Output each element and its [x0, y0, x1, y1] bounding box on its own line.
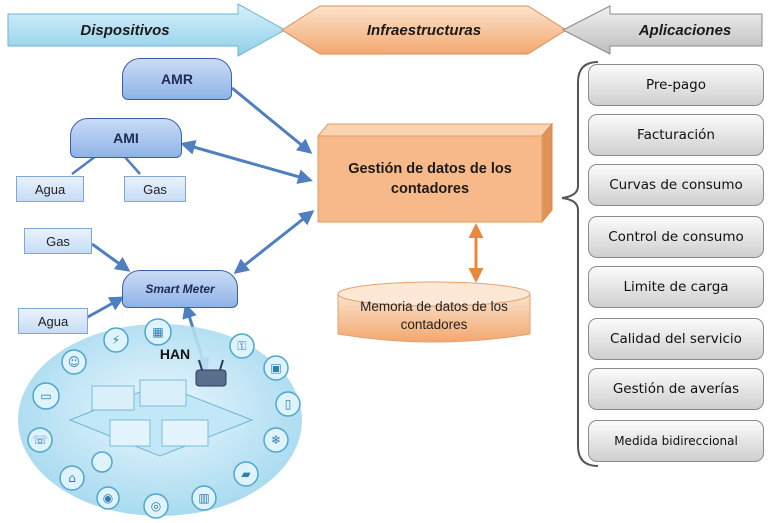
ami-node: AMI — [70, 118, 182, 158]
memory-cylinder — [337, 294, 531, 343]
applications-arrow-shape — [561, 5, 763, 55]
han-label: HAN — [159, 346, 191, 362]
lock-icon — [229, 333, 255, 359]
ami-gas-tag: Gas — [124, 176, 186, 202]
smart-meter-water-tag: Agua — [18, 308, 88, 334]
han-house-room-1 — [91, 385, 135, 411]
svg-text:☏: ☏ — [32, 433, 47, 447]
han-house-room-3 — [109, 419, 151, 447]
app-curvas-consumo[interactable]: Curvas de consumo — [588, 164, 764, 206]
washing-machine-icon — [143, 493, 169, 519]
app-limite-carga[interactable]: Limite de carga — [588, 266, 764, 308]
laptop-icon — [32, 382, 60, 410]
svg-text:⌂: ⌂ — [68, 471, 76, 485]
svg-text:▣: ▣ — [270, 361, 281, 375]
home-icon — [59, 465, 85, 491]
thermostat-icon — [91, 451, 113, 473]
svg-text:❄: ❄ — [271, 433, 281, 447]
han-house-room-2 — [139, 379, 187, 407]
app-facturacion[interactable]: Facturación — [588, 114, 764, 156]
car-icon — [233, 461, 259, 487]
solar-panel-icon — [144, 318, 172, 346]
applications-brace — [561, 61, 599, 467]
svg-text:▦: ▦ — [152, 325, 163, 339]
wind-turbine-icon — [103, 327, 129, 353]
tv-icon — [263, 355, 289, 381]
fridge-icon — [275, 391, 301, 417]
smart-meter-mdm-arrow — [233, 210, 315, 274]
meter-data-management-box: Gestión de datos de los contadores — [348, 161, 512, 197]
amr-to-mdm-arrow — [231, 86, 313, 154]
svg-text:▭: ▭ — [40, 389, 51, 403]
infrastructure-header: Infraestructuras — [366, 21, 482, 39]
svg-text:☺: ☺ — [68, 355, 81, 369]
svg-text:▯: ▯ — [285, 397, 292, 411]
svg-text:◎: ◎ — [151, 499, 161, 513]
smart-meter-gas-tag: Gas — [24, 228, 92, 254]
svg-text:◉: ◉ — [103, 491, 113, 505]
person-icon — [61, 349, 87, 375]
mdm-box-side — [541, 122, 553, 224]
devices-arrow-shape — [7, 3, 287, 57]
han-house-room-4 — [161, 419, 209, 447]
app-medida-bidireccional[interactable]: Medida bidireccional — [588, 420, 764, 462]
heater-icon — [191, 485, 217, 511]
gas-to-smart-meter-arrow — [91, 242, 131, 272]
ac-icon — [263, 427, 289, 453]
meter-data-memory: Memoria de datos de los contadores — [360, 299, 508, 332]
applications-header: Aplicaciones — [638, 21, 732, 39]
camera-icon — [96, 486, 120, 510]
ami-mdm-arrow — [180, 140, 313, 184]
ami-water-link — [71, 155, 97, 175]
ami-water-tag: Agua — [16, 176, 84, 202]
app-gestion-averias[interactable]: Gestión de averías — [588, 368, 764, 410]
app-calidad-servicio[interactable]: Calidad del servicio — [588, 318, 764, 360]
phone-icon — [27, 427, 53, 453]
svg-text:⚡: ⚡ — [112, 333, 120, 347]
app-prepago[interactable]: Pre-pago — [588, 64, 764, 106]
mdm-box-top — [316, 123, 554, 137]
app-control-consumo[interactable]: Control de consumo — [588, 216, 764, 258]
devices-header: Dispositivos — [80, 21, 170, 39]
router-icon — [195, 369, 227, 387]
smart-meter-node: Smart Meter — [122, 270, 238, 308]
han-device-icons — [27, 318, 301, 519]
svg-text:▥: ▥ — [198, 491, 209, 505]
water-to-smart-meter-arrow — [85, 296, 125, 320]
amr-node: AMR — [122, 58, 232, 100]
mdm-box-front — [317, 135, 543, 223]
svg-text:⚿: ⚿ — [237, 339, 246, 353]
ami-gas-link — [123, 155, 141, 175]
svg-text:▰: ▰ — [241, 467, 251, 481]
